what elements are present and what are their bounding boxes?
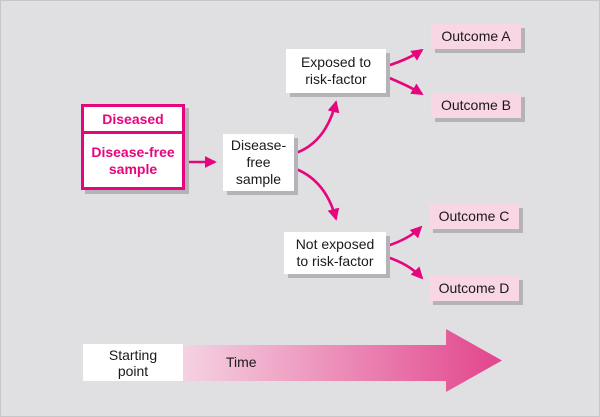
outcome-b-label: Outcome B <box>440 97 512 113</box>
cohort-label: Disease- free sample <box>230 137 287 187</box>
arrow-exposed-to-outcome-a <box>386 48 424 68</box>
arrow-cohort-to-exposed <box>295 100 340 155</box>
exposed-label: Exposed to risk-factor <box>300 54 372 87</box>
diseased-cell: Diseased <box>84 107 182 134</box>
outcome-a-box: Outcome A <box>431 24 521 49</box>
arrow-exposed-to-outcome-b <box>386 75 424 96</box>
cohort-box: Disease- free sample <box>223 134 294 191</box>
arrow-not-exposed-to-outcome-c <box>386 225 423 248</box>
outcome-a-label: Outcome A <box>441 28 511 44</box>
exposed-box: Exposed to risk-factor <box>286 49 386 93</box>
outcome-d-label: Outcome D <box>438 280 510 296</box>
disease-free-cell: Disease-free sample <box>84 134 182 187</box>
arrow-not-exposed-to-outcome-d <box>386 255 424 280</box>
time-axis-label: Time <box>226 354 257 370</box>
arrow-cohort-to-not-exposed <box>295 167 340 221</box>
starting-point-box: Starting point <box>83 344 183 381</box>
not-exposed-label: Not exposed to risk-factor <box>295 236 375 269</box>
outcome-b-box: Outcome B <box>431 93 521 118</box>
disease-free-sample-label: Disease-free sample <box>91 143 175 177</box>
outcome-c-label: Outcome C <box>438 208 510 224</box>
starting-point-label: Starting point <box>108 346 158 379</box>
outcome-c-box: Outcome C <box>429 204 519 229</box>
sample-selection-box: Diseased Disease-free sample <box>81 104 185 190</box>
outcome-d-box: Outcome D <box>429 276 519 301</box>
not-exposed-box: Not exposed to risk-factor <box>284 232 386 274</box>
diseased-label: Diseased <box>102 110 164 127</box>
